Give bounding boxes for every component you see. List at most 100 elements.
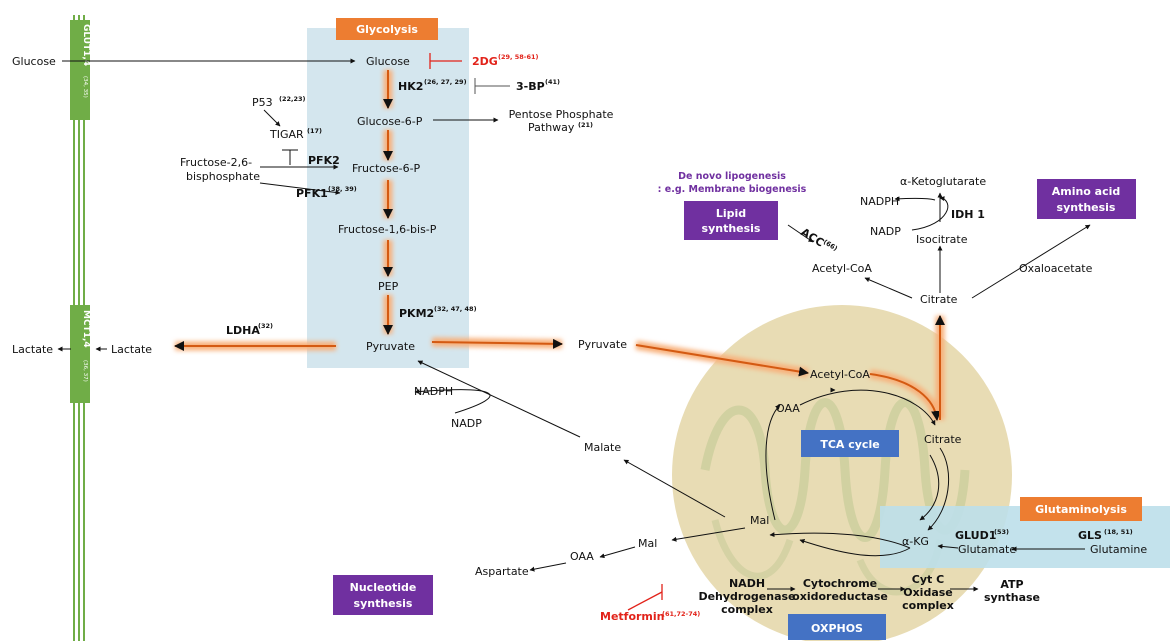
metabolite-aspartate: Aspartate: [475, 565, 529, 578]
metabolite-oxaloacetate: Oxaloacetate: [1019, 262, 1093, 275]
inhibitor-3bp: 3-BP: [516, 80, 545, 93]
svg-text:MCT1,4: MCT1,4: [81, 310, 91, 348]
inhibitor-metformin-ref: (61,72-74): [662, 610, 700, 618]
enzyme-pfk1: PFK1: [296, 187, 328, 200]
pfk1-ref: (38, 39): [328, 185, 357, 193]
svg-text:(36, 37): (36, 37): [82, 360, 88, 382]
acc-ref: (66): [822, 238, 839, 253]
tigar-ref: (17): [307, 127, 322, 135]
metabolite-alpha-ketoglutarate: α-Ketoglutarate: [900, 175, 986, 188]
cytc-line1: Cyt C: [912, 573, 944, 586]
inhibition-marks: [282, 53, 663, 611]
svg-text:Nucleotide: Nucleotide: [350, 581, 417, 594]
metabolite-nadph-right: NADPH: [860, 195, 899, 208]
nucleotide-synthesis-box: Nucleotide synthesis: [333, 575, 433, 615]
enzyme-pkm2: PKM2: [399, 307, 434, 320]
fructose-26-line1: Fructose-2,6-: [180, 156, 252, 169]
enzyme-hk2: HK2: [398, 80, 423, 93]
metabolite-pep: PEP: [378, 280, 399, 293]
lipid-synthesis-box: Lipid synthesis: [684, 201, 778, 240]
lipogenesis-note-line2: : e.g. Membrane biogenesis: [658, 184, 807, 195]
atp-line2: synthase: [984, 591, 1040, 604]
mct-transporter: MCT1,4 (36, 37): [70, 305, 91, 403]
reaction-arrows: [57, 58, 1091, 592]
inhibitor-2dg: 2DG: [472, 55, 498, 68]
oxphos-title: OXPHOS: [788, 614, 886, 640]
inhibitor-labels: 2DG (29, 58-61) 3-BP (41) Metformin (61,…: [472, 53, 700, 623]
p53-ref: (22,23): [279, 95, 306, 103]
metabolite-malate: Malate: [584, 441, 621, 454]
metabolite-citrate-cyto: Citrate: [920, 293, 958, 306]
glycolysis-title: Glycolysis: [336, 18, 438, 40]
metabolite-alpha-kg: α-KG: [902, 535, 929, 548]
glutaminolysis-title: Glutaminolysis: [1020, 497, 1142, 521]
pkm2-ref: (32, 47, 48): [434, 305, 477, 313]
cytc-line2: Oxidase: [903, 586, 953, 599]
enzyme-idh1: IDH 1: [951, 208, 985, 221]
amino-acid-synthesis-box: Amino acid synthesis: [1037, 179, 1136, 219]
metabolite-pyruvate-glycolysis: Pyruvate: [366, 340, 415, 353]
atp-line1: ATP: [1000, 578, 1023, 591]
pentose-phosphate-line2: Pathway: [528, 121, 575, 134]
glut-transporter: GLUT1,4 (34, 35): [70, 20, 91, 120]
enzyme-gls: GLS: [1078, 529, 1102, 542]
enzyme-glud1: GLUD1: [955, 529, 996, 542]
svg-text:GLUT1,4: GLUT1,4: [81, 24, 91, 66]
metabolite-nadph: NADPH: [414, 385, 453, 398]
cytochrome-line1: Cytochrome: [803, 577, 877, 590]
ldha-ref: (32): [258, 322, 273, 330]
metabolite-mal-cyto: Mal: [638, 537, 657, 550]
inhibitor-3bp-ref: (41): [545, 78, 560, 86]
enzyme-ldha: LDHA: [226, 324, 260, 337]
metabolite-labels: Glucose Glucose Glucose-6-P Pentose Phos…: [12, 55, 1147, 578]
svg-text:Glutaminolysis: Glutaminolysis: [1035, 503, 1127, 516]
metabolite-citrate-mito: Citrate: [924, 433, 962, 446]
glud1-ref: (53): [994, 528, 1009, 536]
complex1-line1: NADH: [729, 577, 765, 590]
metabolite-acetyl-coa-mito: Acetyl-CoA: [810, 368, 870, 381]
inhibitor-metformin: Metformin: [600, 610, 665, 623]
svg-text:synthesis: synthesis: [702, 222, 761, 235]
metabolite-acetyl-coa-cyto: Acetyl-CoA: [812, 262, 872, 275]
metabolite-isocitrate: Isocitrate: [916, 233, 968, 246]
svg-text:Lipid: Lipid: [716, 207, 746, 220]
fructose-26-line2: bisphosphate: [186, 170, 260, 183]
metabolite-glutamine: Glutamine: [1090, 543, 1147, 556]
tca-cycle-title: TCA cycle: [801, 430, 899, 457]
svg-text:Glycolysis: Glycolysis: [356, 23, 418, 36]
metabolite-tigar: TIGAR: [269, 128, 304, 141]
svg-text:Amino acid: Amino acid: [1052, 185, 1121, 198]
cytochrome-line2: oxidoreductase: [792, 590, 888, 603]
metabolite-fructose-16-bis-p: Fructose-1,6-bis-P: [338, 223, 437, 236]
pentose-phosphate-line1: Pentose Phosphate: [509, 108, 614, 121]
complex1-line3: complex: [721, 603, 773, 616]
metabolite-nadp: NADP: [451, 417, 482, 430]
metabolite-nadp-right: NADP: [870, 225, 901, 238]
complex1-line2: Dehydrogenase: [698, 590, 795, 603]
oxphos-complexes: NADH Dehydrogenase complex Cytochrome ox…: [698, 573, 1040, 616]
svg-text:TCA cycle: TCA cycle: [820, 438, 879, 451]
inhibitor-2dg-ref: (29, 58-61): [498, 53, 539, 61]
metabolite-fructose-6-p: Fructose-6-P: [352, 162, 421, 175]
metabolite-glucose-outside: Glucose: [12, 55, 56, 68]
gls-ref: (18, 51): [1104, 528, 1133, 536]
svg-text:synthesis: synthesis: [1057, 201, 1116, 214]
metabolite-oaa-mito: OAA: [776, 402, 800, 415]
metabolite-lactate-outside: Lactate: [12, 343, 53, 356]
metabolite-lactate-inside: Lactate: [111, 343, 152, 356]
metabolite-mal-mito: Mal: [750, 514, 769, 527]
metabolite-glucose: Glucose: [366, 55, 410, 68]
metabolite-oaa-cyto: OAA: [570, 550, 594, 563]
cytc-line3: complex: [902, 599, 954, 612]
metabolite-pyruvate: Pyruvate: [578, 338, 627, 351]
metabolite-glutamate: Glutamate: [958, 543, 1016, 556]
pentose-phosphate-ref: (21): [578, 121, 593, 129]
svg-text:OXPHOS: OXPHOS: [811, 622, 863, 635]
svg-text:synthesis: synthesis: [354, 597, 413, 610]
hk2-ref: (26, 27, 29): [424, 78, 467, 86]
glycolysis-flux-arrows: [174, 70, 945, 421]
enzyme-acc: ACC: [798, 226, 826, 250]
metabolite-p53: P53: [252, 96, 273, 109]
